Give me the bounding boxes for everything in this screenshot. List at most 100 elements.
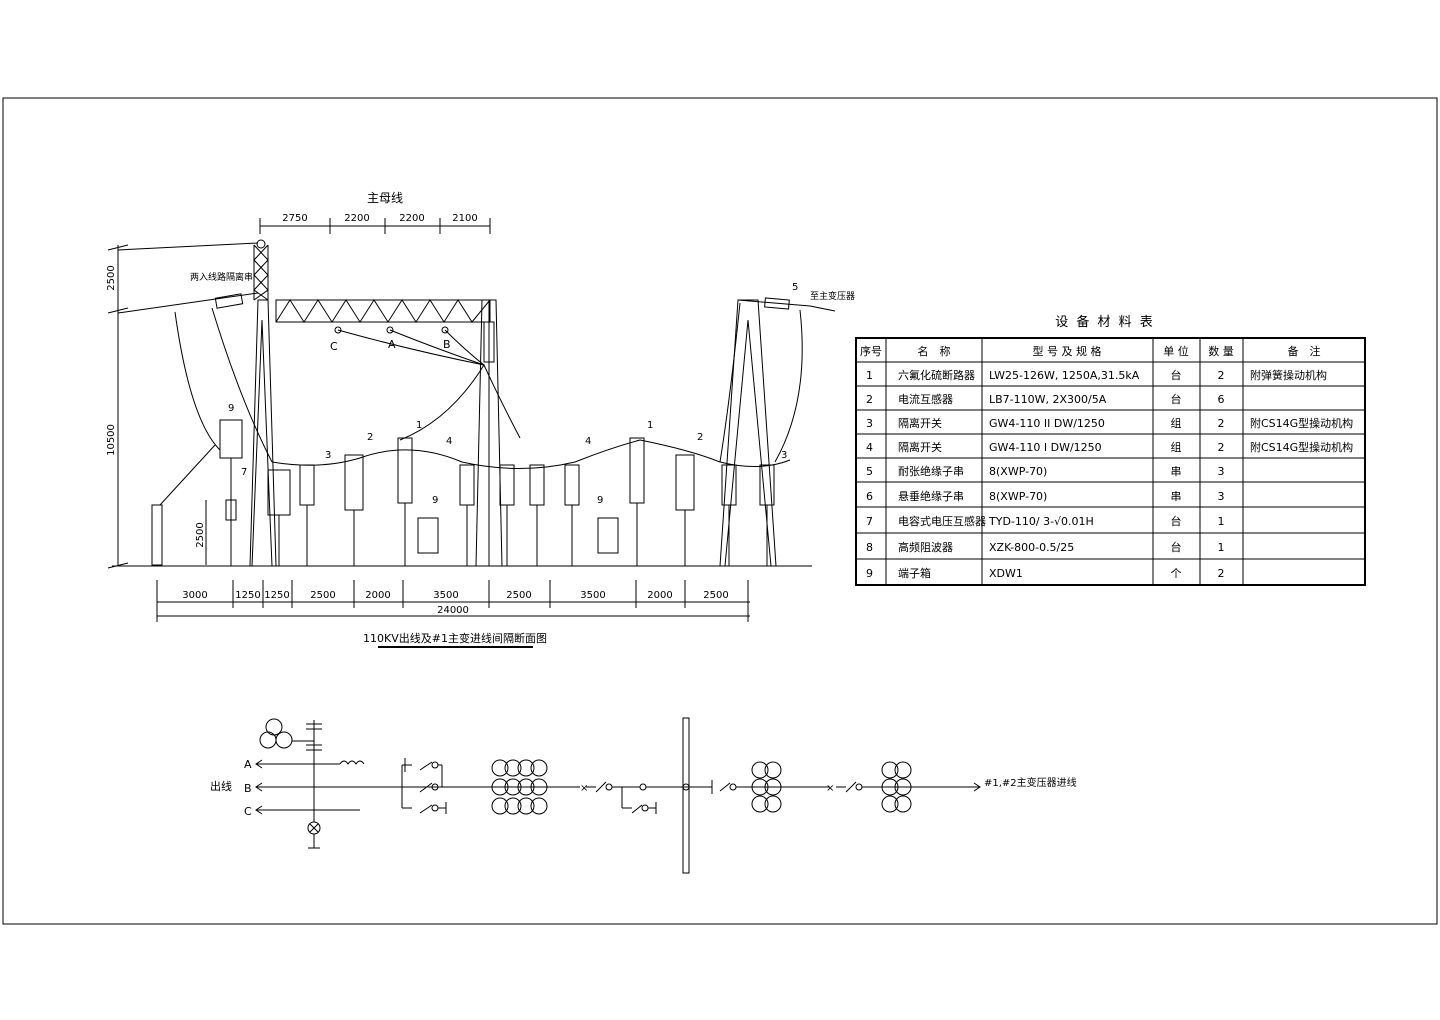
table-cell: 六氟化硫断路器 <box>898 368 975 382</box>
table-cell: 9 <box>866 567 873 580</box>
callout-3a: 3 <box>325 450 331 461</box>
table-cell: 台 <box>1171 392 1182 406</box>
table-cell: 高频阻波器 <box>898 540 953 554</box>
callout-1a: 1 <box>416 420 422 431</box>
callout-9a: 9 <box>432 495 438 506</box>
table-cell: 3 <box>1218 490 1225 503</box>
table-cell: 隔离开关 <box>898 416 942 430</box>
table-header-spec: 型 号 及 规 格 <box>1033 344 1102 358</box>
phase-a-label: A <box>244 758 252 771</box>
table-header-name: 名 称 <box>918 344 951 358</box>
table-cell: 5 <box>866 465 873 478</box>
table-cell: 台 <box>1171 514 1182 528</box>
table-cell: GW4-110 I DW/1250 <box>989 441 1102 454</box>
right-line-label: 至主变压器 <box>810 290 855 302</box>
table-cell: 电流互感器 <box>898 392 953 406</box>
bottom-dim-10: 2500 <box>703 590 728 601</box>
bottom-dim-8: 3500 <box>580 590 605 601</box>
phase-label-b: B <box>443 338 451 351</box>
table-cell: 3 <box>866 417 873 430</box>
equipment-stands <box>267 437 775 566</box>
top-dim-3: 2200 <box>399 213 424 224</box>
table-cell: 6 <box>866 490 873 503</box>
table-cell: 组 <box>1171 440 1182 454</box>
table-row: 5 耐张绝缘子串 8(XWP-70) 串 3 <box>866 464 1225 478</box>
table-cell: 台 <box>1171 540 1182 554</box>
bottom-dim-ticks <box>156 580 749 622</box>
callout-3b: 3 <box>781 450 787 461</box>
table-cell: 3 <box>1218 465 1225 478</box>
out-line-label: 出线 <box>210 779 232 793</box>
table-cell: 电容式电压互感器 <box>898 514 986 528</box>
main-bus-label: 主母线 <box>367 191 403 205</box>
callout-7: 7 <box>241 467 247 478</box>
callout-2a: 2 <box>367 432 373 443</box>
table-cell: GW4-110 II DW/1250 <box>989 417 1105 430</box>
callout-5: 5 <box>792 282 798 293</box>
table-cell: 2 <box>866 393 873 406</box>
table-cell: 4 <box>866 441 873 454</box>
drawing-border <box>2 97 1438 925</box>
table-cell: 8 <box>866 541 873 554</box>
table-title: 设 备 材 料 表 <box>1055 314 1155 330</box>
transformer-inlet-label: #1,#2主变压器进线 <box>984 776 1077 789</box>
section-title: 110KV出线及#1主变进线间隔断面图 <box>363 631 547 645</box>
callout-8: 9 <box>228 403 234 414</box>
table-cell: 附弹簧操动机构 <box>1250 368 1327 382</box>
table-cell: 悬垂绝缘子串 <box>898 489 964 503</box>
table-cell: LB7-110W, 2X300/5A <box>989 393 1107 406</box>
left-dim-1: 2500 <box>106 265 117 290</box>
bottom-dim-5: 2000 <box>365 590 390 601</box>
table-cell: 附CS14G型操动机构 <box>1250 440 1353 454</box>
phase-b-label: B <box>244 782 252 795</box>
table-cell: 2 <box>1218 369 1225 382</box>
table-cell: 2 <box>1218 441 1225 454</box>
ct-cluster-1 <box>491 759 548 815</box>
bottom-dim-9: 2000 <box>647 590 672 601</box>
bottom-dim-6: 3500 <box>433 590 458 601</box>
table-header-unit: 单 位 <box>1163 344 1189 358</box>
section-view: 主母线 2750 2200 2200 2100 2500 10500 2500 … <box>106 191 855 648</box>
table-cell: 个 <box>1171 567 1182 580</box>
table-header-note: 备 注 <box>1288 344 1321 358</box>
table-cell: 耐张绝缘子串 <box>898 464 964 478</box>
total-dim: 24000 <box>437 605 469 616</box>
table-cell: 隔离开关 <box>898 440 942 454</box>
phase-c-label: C <box>244 805 252 818</box>
table-cell: LW25-126W, 1250A,31.5kA <box>989 369 1140 382</box>
table-cell: 附CS14G型操动机构 <box>1250 416 1353 430</box>
table-cell: 1 <box>1218 515 1225 528</box>
table-cell: 7 <box>866 515 873 528</box>
table-cell: 6 <box>1218 393 1225 406</box>
left-dim-3: 2500 <box>195 522 206 547</box>
table-cell: 端子箱 <box>898 566 931 580</box>
table-cell: 串 <box>1171 490 1182 503</box>
table-cell: 2 <box>1218 567 1225 580</box>
ct-cluster-3 <box>881 761 912 813</box>
table-row: 8 高频阻波器 XZK-800-0.5/25 台 1 <box>866 540 1225 554</box>
table-cell: 台 <box>1171 368 1182 382</box>
table-row: 6 悬垂绝缘子串 8(XWP-70) 串 3 <box>866 489 1225 503</box>
table-row: 4 隔离开关 GW4-110 I DW/1250 组 2 附CS14G型操动机构 <box>866 440 1353 454</box>
table-cell: 组 <box>1171 416 1182 430</box>
table-header-no: 序号 <box>860 344 882 358</box>
main-busbar <box>682 717 690 874</box>
table-header-qty: 数 量 <box>1208 345 1234 358</box>
phase-label-c: C <box>330 340 338 353</box>
table-row: 7 电容式电压互感器 TYD-110/ 3-√0.01H 台 1 <box>866 514 1225 528</box>
callout-1b: 1 <box>647 420 653 431</box>
table-cell: 8(XWP-70) <box>989 465 1047 478</box>
single-line-schematic: A B C 出线 <box>210 717 1077 874</box>
callout-9b: 9 <box>597 495 603 506</box>
table-row: 2 电流互感器 LB7-110W, 2X300/5A 台 6 <box>866 392 1225 406</box>
table-cell: 串 <box>1171 465 1182 478</box>
bottom-dim-2: 1250 <box>235 590 260 601</box>
callout-4a: 4 <box>446 436 452 447</box>
callout-4b: 4 <box>585 436 591 447</box>
top-dim-2: 2200 <box>344 213 369 224</box>
breaker-x-1: × <box>580 783 588 794</box>
table-row: 9 端子箱 XDW1 个 2 <box>866 566 1225 580</box>
bottom-dim-3: 1250 <box>264 590 289 601</box>
table-cell: 1 <box>1218 541 1225 554</box>
table-row: 1 六氟化硫断路器 LW25-126W, 1250A,31.5kA 台 2 附弹… <box>866 368 1327 382</box>
